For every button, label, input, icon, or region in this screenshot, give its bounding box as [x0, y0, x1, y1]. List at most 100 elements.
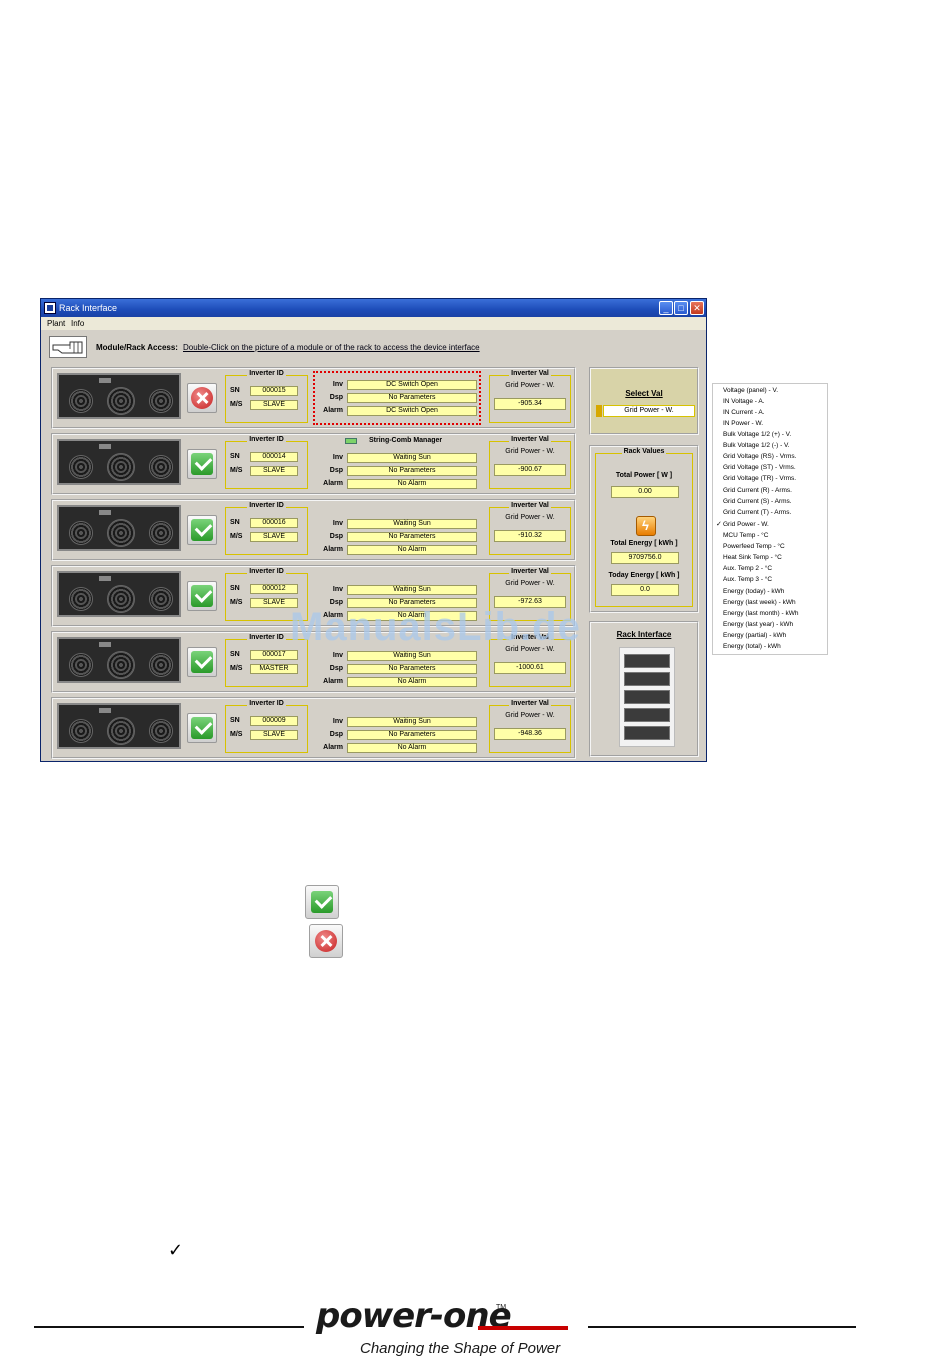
inverter-val-title: Inverter Val	[509, 370, 551, 377]
grid-power-value: -900.67	[494, 464, 566, 476]
energy-bolt-icon	[636, 516, 656, 536]
fan-icon	[107, 453, 135, 481]
dropdown-option[interactable]: MCU Temp - °C	[723, 532, 769, 539]
module-picture[interactable]	[57, 505, 181, 551]
string-comb-label: String-Comb Manager	[369, 437, 443, 444]
dropdown-option[interactable]: Energy (last year) - kWh	[723, 621, 794, 628]
inv-field: Waiting Sun	[347, 651, 477, 661]
ok-status-button[interactable]	[187, 515, 217, 545]
module-picture[interactable]	[57, 439, 181, 485]
check-icon	[191, 717, 213, 739]
error-status-button[interactable]	[187, 383, 217, 413]
module-picture[interactable]	[57, 373, 181, 419]
title-bar[interactable]: Rack Interface _ □ ✕	[41, 299, 706, 317]
inverter-id-box: Inverter ID SN 000014 M/S SLAVE	[225, 436, 308, 489]
dropdown-option[interactable]: Powerfeed Temp - °C	[723, 543, 785, 550]
pointing-hand-icon	[49, 336, 87, 358]
dropdown-option[interactable]: Grid Voltage (RS) - Vrms.	[723, 453, 797, 460]
alarm-label: Alarm	[323, 678, 343, 685]
fan-icon	[69, 455, 93, 479]
module-row: Inverter ID SN 000017 M/S MASTER Inv Wai…	[51, 631, 576, 693]
inverter-val-box: Inverter Val Grid Power - W. -910.32	[489, 502, 571, 555]
maximize-button[interactable]: □	[674, 301, 688, 315]
combo-arrow-icon[interactable]	[596, 405, 602, 417]
dropdown-option[interactable]: IN Voltage - A.	[723, 398, 765, 405]
dropdown-option[interactable]: Aux. Temp 3 - °C	[723, 576, 773, 583]
dsp-field: No Parameters	[347, 466, 477, 476]
minimize-button[interactable]: _	[659, 301, 673, 315]
today-energy-value: 0.0	[611, 584, 679, 596]
dsp-field: No Parameters	[347, 664, 477, 674]
inverter-val-title: Inverter Val	[509, 436, 551, 443]
dropdown-option[interactable]: Energy (total) - kWh	[723, 643, 781, 650]
access-label: Module/Rack Access:	[96, 343, 178, 352]
inverter-val-box: Inverter Val Grid Power - W. -1000.61	[489, 634, 571, 687]
logo-swoosh	[478, 1326, 568, 1330]
menu-bar: Plant Info	[41, 317, 706, 330]
sn-field: 000009	[250, 716, 298, 726]
menu-info[interactable]: Info	[71, 319, 85, 328]
dropdown-option[interactable]: Energy (partial) - kWh	[723, 632, 787, 639]
dropdown-option[interactable]: Energy (last month) - kWh	[723, 610, 799, 617]
legend-ok-button	[305, 885, 339, 919]
fan-icon	[107, 585, 135, 613]
inverter-id-title: Inverter ID	[247, 436, 286, 443]
total-power-label: Total Power [ W ]	[615, 472, 673, 479]
legend-error-button	[309, 924, 343, 958]
dropdown-option[interactable]: Grid Current (S) - Arms.	[723, 498, 792, 505]
close-button[interactable]: ✕	[690, 301, 704, 315]
dropdown-option[interactable]: Grid Voltage (TR) - Vrms.	[723, 475, 797, 482]
sn-field: 000014	[250, 452, 298, 462]
check-icon	[311, 891, 333, 913]
inv-field: Waiting Sun	[347, 585, 477, 595]
dropdown-option[interactable]: Grid Current (R) - Arms.	[723, 487, 792, 494]
ms-label: M/S	[230, 533, 243, 540]
module-picture[interactable]	[57, 571, 181, 617]
rack-interface-window: Rack Interface _ □ ✕ Plant Info Module/R…	[40, 298, 707, 762]
fan-icon	[69, 389, 93, 413]
inverter-val-box: Inverter Val Grid Power - W. -972.63	[489, 568, 571, 621]
total-energy-value: 9709756.0	[611, 552, 679, 564]
ok-status-button[interactable]	[187, 713, 217, 743]
inv-label: Inv	[332, 718, 343, 725]
select-val-combo[interactable]: Grid Power - W.	[603, 405, 695, 417]
grid-power-value: -905.34	[494, 398, 566, 410]
dropdown-option[interactable]: Bulk Voltage 1/2 (-) - V.	[723, 442, 790, 449]
check-icon	[191, 453, 213, 475]
ms-field: SLAVE	[250, 532, 298, 542]
ok-status-button[interactable]	[187, 449, 217, 479]
ok-status-button[interactable]	[187, 581, 217, 611]
inverter-val-box: Inverter Val Grid Power - W. -948.36	[489, 700, 571, 753]
dropdown-option[interactable]: Energy (last week) - kWh	[723, 599, 796, 606]
alarm-field: No Alarm	[347, 611, 477, 621]
menu-plant[interactable]: Plant	[47, 319, 66, 328]
ms-field: SLAVE	[250, 730, 298, 740]
dropdown-option-selected[interactable]: Grid Power - W.	[723, 521, 769, 528]
module-picture[interactable]	[57, 637, 181, 683]
today-energy-label: Today Energy [ kWh ]	[608, 572, 680, 579]
inv-field: DC Switch Open	[347, 380, 477, 390]
fan-icon	[69, 719, 93, 743]
dropdown-option[interactable]: Voltage (panel) - V.	[723, 387, 779, 394]
dropdown-option[interactable]: Energy (today) - kWh	[723, 588, 785, 595]
inverter-val-box: Inverter Val Grid Power - W. -900.67	[489, 436, 571, 489]
rack-values-panel: Rack Values Total Power [ W ] 0.00 Total…	[589, 445, 699, 613]
module-picture[interactable]	[57, 703, 181, 749]
dropdown-option[interactable]: IN Power - W.	[723, 420, 764, 427]
alarm-field: No Alarm	[347, 677, 477, 687]
dropdown-option[interactable]: Grid Voltage (ST) - Vrms.	[723, 464, 796, 471]
dsp-label: Dsp	[329, 599, 343, 606]
dropdown-option[interactable]: IN Current - A.	[723, 409, 765, 416]
dropdown-option[interactable]: Grid Current (T) - Arms.	[723, 509, 792, 516]
dropdown-option[interactable]: Bulk Voltage 1/2 (+) - V.	[723, 431, 792, 438]
inv-field: Waiting Sun	[347, 453, 477, 463]
dropdown-option[interactable]: Heat Sink Temp - °C	[723, 554, 782, 561]
inverter-val-title: Inverter Val	[509, 634, 551, 641]
rack-picture[interactable]	[619, 647, 675, 747]
dropdown-option[interactable]: Aux. Temp 2 - °C	[723, 565, 773, 572]
ms-label: M/S	[230, 401, 243, 408]
rack-interface-link[interactable]: Rack Interface	[616, 630, 672, 639]
sn-field: 000016	[250, 518, 298, 528]
ok-status-button[interactable]	[187, 647, 217, 677]
ms-label: M/S	[230, 599, 243, 606]
